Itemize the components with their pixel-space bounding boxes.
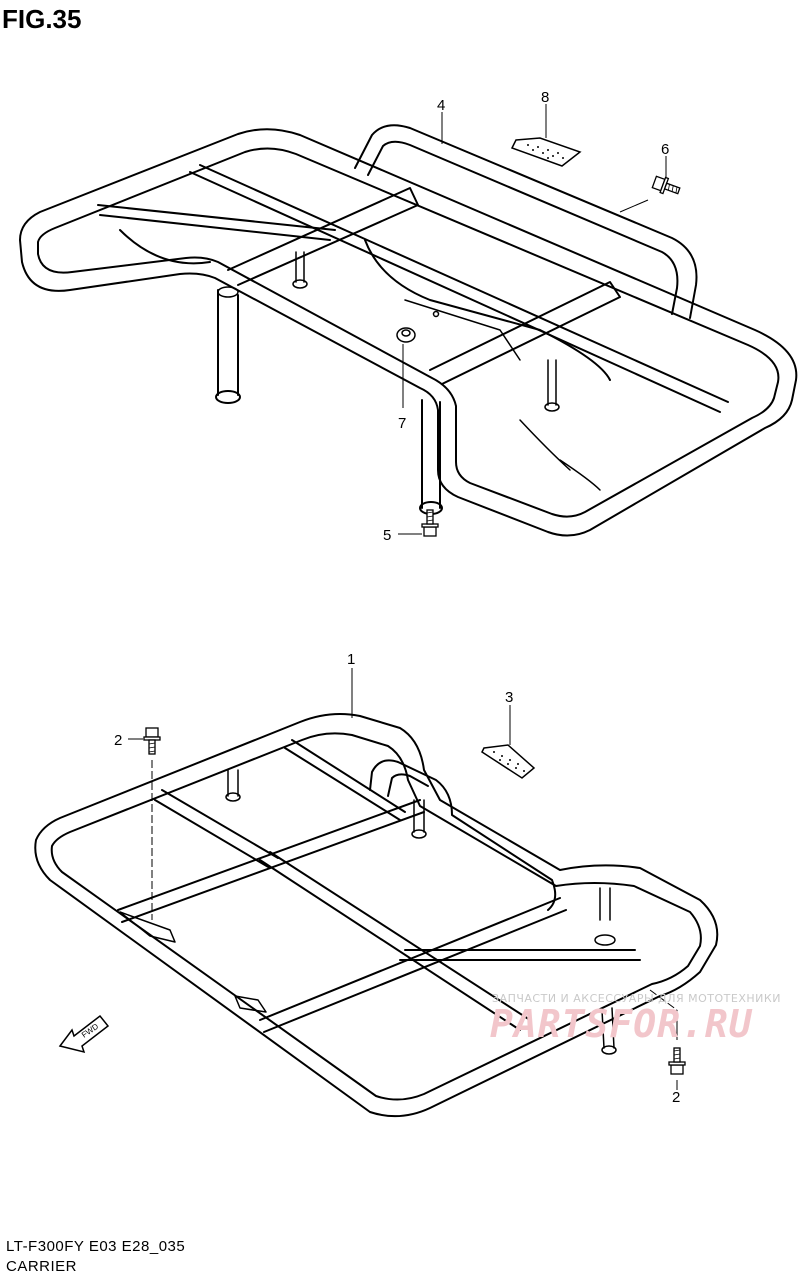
section-name: CARRIER [6, 1258, 78, 1275]
callout-labels: 4 8 6 7 5 1 2 3 2 [114, 89, 680, 1106]
rear-carrier-inner-tube [37, 147, 780, 518]
callout-3: 3 [505, 689, 513, 706]
leader-lines-top [398, 104, 667, 535]
callout-8: 8 [541, 89, 549, 106]
model-code: LT-F300FY E03 E28_035 [6, 1238, 186, 1255]
front-carrier-inner-tube [50, 732, 702, 1101]
callout-7: 7 [398, 415, 406, 432]
part-2-bolt-left [143, 727, 161, 755]
part-3-pad [481, 744, 536, 779]
rear-carrier-leg [217, 289, 239, 396]
watermark-tagline: ЗАПЧАСТИ И АКСЕССУАРЫ ДЛЯ МОТОТЕХНИКИ [492, 992, 781, 1005]
rear-carrier-outer-tube [19, 128, 798, 537]
part-7-nut [396, 310, 440, 343]
leader-lines-bottom [128, 668, 678, 1090]
front-carrier-hoop [369, 759, 557, 911]
part-8-pad [510, 137, 582, 167]
part-2-bolt-right [668, 1047, 686, 1075]
callout-2-left: 2 [114, 732, 122, 749]
rear-carrier-leg [421, 399, 441, 509]
callout-2-right: 2 [672, 1089, 680, 1106]
rear-carrier-hoop [354, 124, 698, 319]
rear-carrier-assembly [19, 124, 798, 537]
callout-5: 5 [383, 527, 391, 544]
watermark-brand-logo: PARTSFOR.RU [490, 1002, 753, 1046]
fwd-direction-arrow: FWD [58, 1014, 110, 1054]
front-carrier-assembly [34, 713, 719, 1118]
callout-1: 1 [347, 651, 355, 668]
figure-title: FIG.35 [2, 4, 82, 34]
front-carrier-outer-tube [34, 713, 719, 1118]
callout-6: 6 [661, 141, 669, 158]
callout-4: 4 [437, 97, 445, 114]
part-6-bolt [650, 173, 683, 200]
